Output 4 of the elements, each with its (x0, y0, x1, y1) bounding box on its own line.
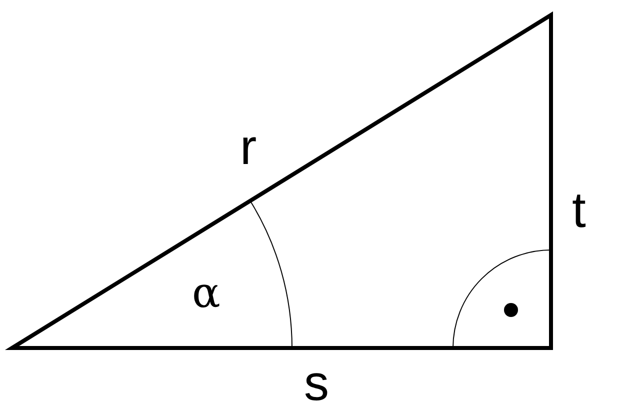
side-label: t (572, 185, 586, 235)
angle-label: α (192, 272, 220, 314)
side-label: s (304, 358, 329, 408)
side-label: r (240, 122, 257, 172)
